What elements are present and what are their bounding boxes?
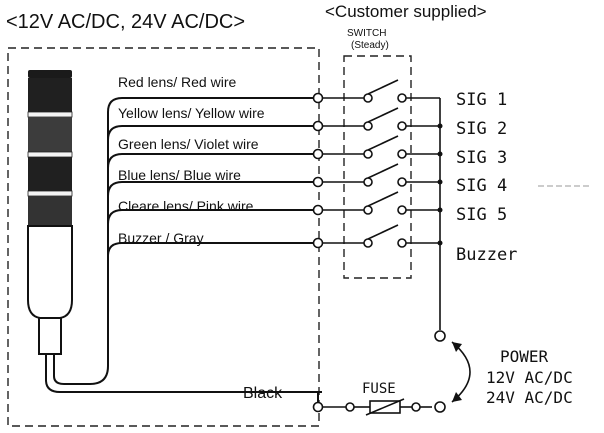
violet-wire [107,153,318,169]
power-voltage-12: 12V AC/DC [486,368,573,387]
power-voltage-24: 24V AC/DC [486,388,573,407]
wire-label-green: Green lens/ Violet wire [118,136,259,152]
tower-cap [28,70,72,78]
tower-tier-3 [28,157,72,191]
customer-supplied-title: <Customer supplied> [325,2,487,21]
tower-body [27,225,73,319]
switch-label: SWITCH [347,28,386,39]
black-terminal [312,401,324,413]
signal-tower [27,70,322,393]
signal-label-buzzer: Buzzer [456,245,517,265]
switch-steady-label: (Steady) [351,40,389,51]
pink-wire [107,209,318,225]
power-arrow [451,341,471,403]
fuse-label: FUSE [362,381,396,397]
black-wire [45,354,322,393]
wire-label-blue: Blue lens/ Blue wire [118,167,241,183]
wire-label-clear: Cleare lens/ Pink wire [118,198,254,214]
blue-wire [107,181,318,197]
wire-label-buzzer: Buzzer / Gray [118,230,204,246]
cable-bundle [53,112,109,385]
signal-tower-enclosure [7,47,320,427]
power-arrowhead-top [452,342,462,352]
wire-label-yellow: Yellow lens/ Yellow wire [118,105,265,121]
tower-tier-4 [28,196,72,226]
tower-stem [38,317,62,355]
wire-label-red: Red lens/ Red wire [118,74,236,90]
tower-tier-2 [28,117,72,152]
terminal-block [312,92,324,249]
yellow-wire [107,125,318,141]
power-arrowhead-bottom [452,392,462,402]
switch-enclosure [343,55,412,279]
power-terminal-top [434,330,446,342]
signal-label-1: SIG 1 [456,90,507,110]
signal-label-3: SIG 3 [456,148,507,168]
red-wire [107,97,318,113]
gray-wire [107,242,318,257]
voltage-title: <12V AC/DC, 24V AC/DC> [6,11,245,33]
switch-bank [322,79,440,248]
power-title: POWER [500,347,549,366]
black-wire-label: Black [243,385,283,402]
power-terminal-bottom [434,401,446,413]
tower-tier-1 [28,78,72,112]
signal-label-2: SIG 2 [456,119,507,139]
signal-label-4: SIG 4 [456,176,507,196]
signal-label-5: SIG 5 [456,205,507,225]
